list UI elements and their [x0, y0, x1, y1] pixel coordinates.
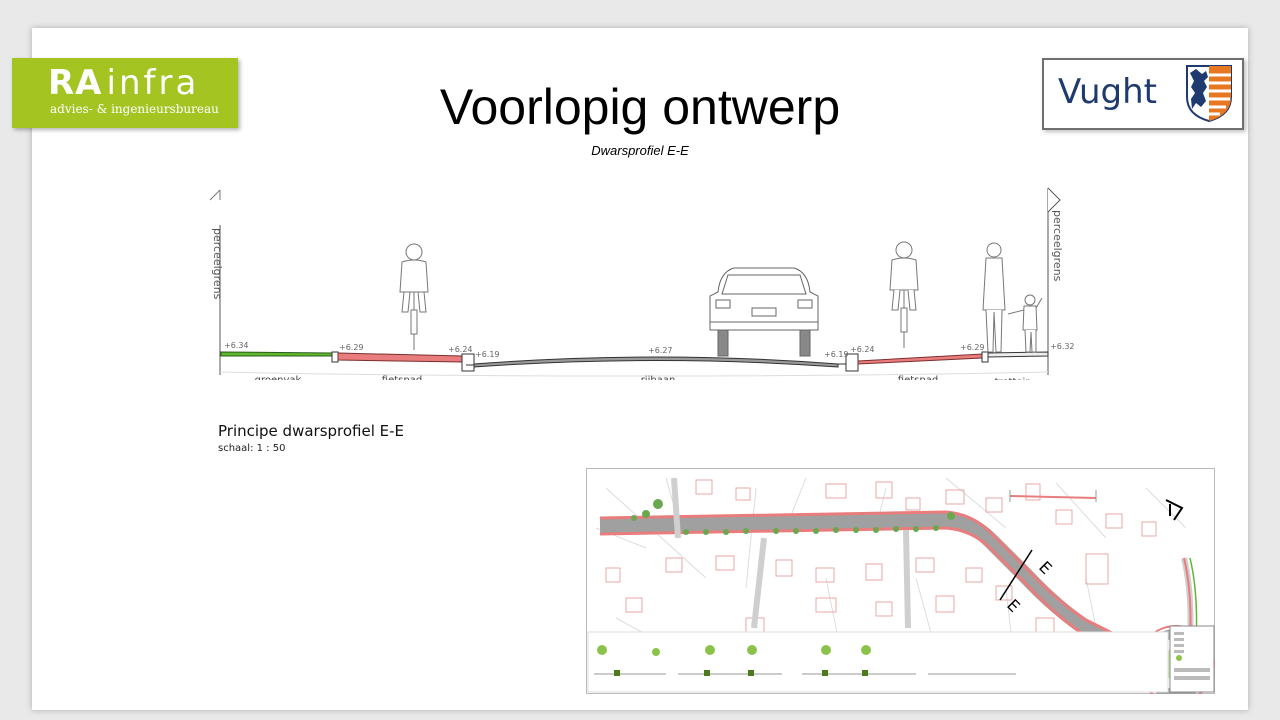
curb-4	[981, 351, 989, 363]
profile-caption-title: Principe dwarsprofiel E-E	[218, 422, 405, 440]
segment-label-fietspad-right: fietspad	[898, 375, 938, 380]
green-strip	[220, 351, 333, 357]
level-label-groenvak: +6.34	[224, 341, 249, 350]
road-surface	[473, 356, 839, 368]
lion-shield-icon	[1186, 65, 1232, 123]
curb-1	[331, 351, 339, 363]
north-arrow-icon	[1165, 499, 1184, 521]
bike-lane-right	[857, 353, 983, 365]
level-label-trottoir: +6.29	[960, 343, 985, 352]
level-label-rijbaan: +6.27	[648, 346, 673, 355]
vught-logo: Vught	[1042, 58, 1244, 130]
segment-label-trottoir: trottoir	[995, 377, 1031, 380]
bike-lane-left	[337, 352, 463, 363]
pedestrian-adult-figure	[982, 242, 1006, 353]
level-label-fietspad-left: +6.29	[339, 343, 364, 352]
plan-title-block	[1169, 625, 1215, 693]
site-plan-drawing: E E	[586, 468, 1215, 694]
plan-profile-thumbnails	[587, 631, 1169, 693]
cyclist-left-figure	[399, 243, 429, 350]
segment-label-groenvak: groenvak	[255, 375, 302, 380]
page-title: Voorlopig ontwerp	[439, 79, 841, 135]
property-line-right: perceelgrens	[1047, 187, 1064, 375]
plan-trees	[631, 499, 955, 535]
segment-label-fietspad-left: fietspad	[382, 375, 422, 380]
property-line-left: perceelgrens	[209, 189, 224, 375]
page-subtitle: Dwarsprofiel E-E	[591, 143, 689, 158]
sidewalk	[987, 351, 1049, 358]
pedestrian-child-figure	[1007, 294, 1043, 353]
property-line-left-label: perceelgrens	[211, 228, 224, 300]
level-label-fietspad-right: +6.24	[850, 345, 875, 354]
plan-thumbnail-profile	[1009, 490, 1097, 502]
profile-caption-scale: schaal: 1 : 50	[218, 443, 286, 454]
segment-label-rijbaan: rijbaan	[641, 375, 676, 380]
logo-ra-tagline: advies- & ingenieursbureau	[50, 102, 219, 116]
level-label-curb-4: +6.32	[1050, 342, 1075, 351]
level-label-curb-1: +6.24	[448, 345, 473, 354]
curb-2	[461, 353, 475, 372]
car-figure	[709, 267, 819, 357]
logo-ra-bold: RA	[48, 63, 103, 103]
logo-vught-text: Vught	[1058, 72, 1157, 112]
plan-section-line	[999, 549, 1033, 601]
property-line-right-label: perceelgrens	[1051, 210, 1064, 282]
cross-section-drawing: perceelgrens perceelgrens +6.34 +6.29 +6…	[209, 187, 1075, 380]
logo-ra-light: infra	[106, 63, 200, 103]
cyclist-right-figure	[889, 241, 919, 348]
level-label-curb-3: +6.19	[824, 350, 849, 359]
level-label-curb-2: +6.19	[475, 350, 500, 359]
